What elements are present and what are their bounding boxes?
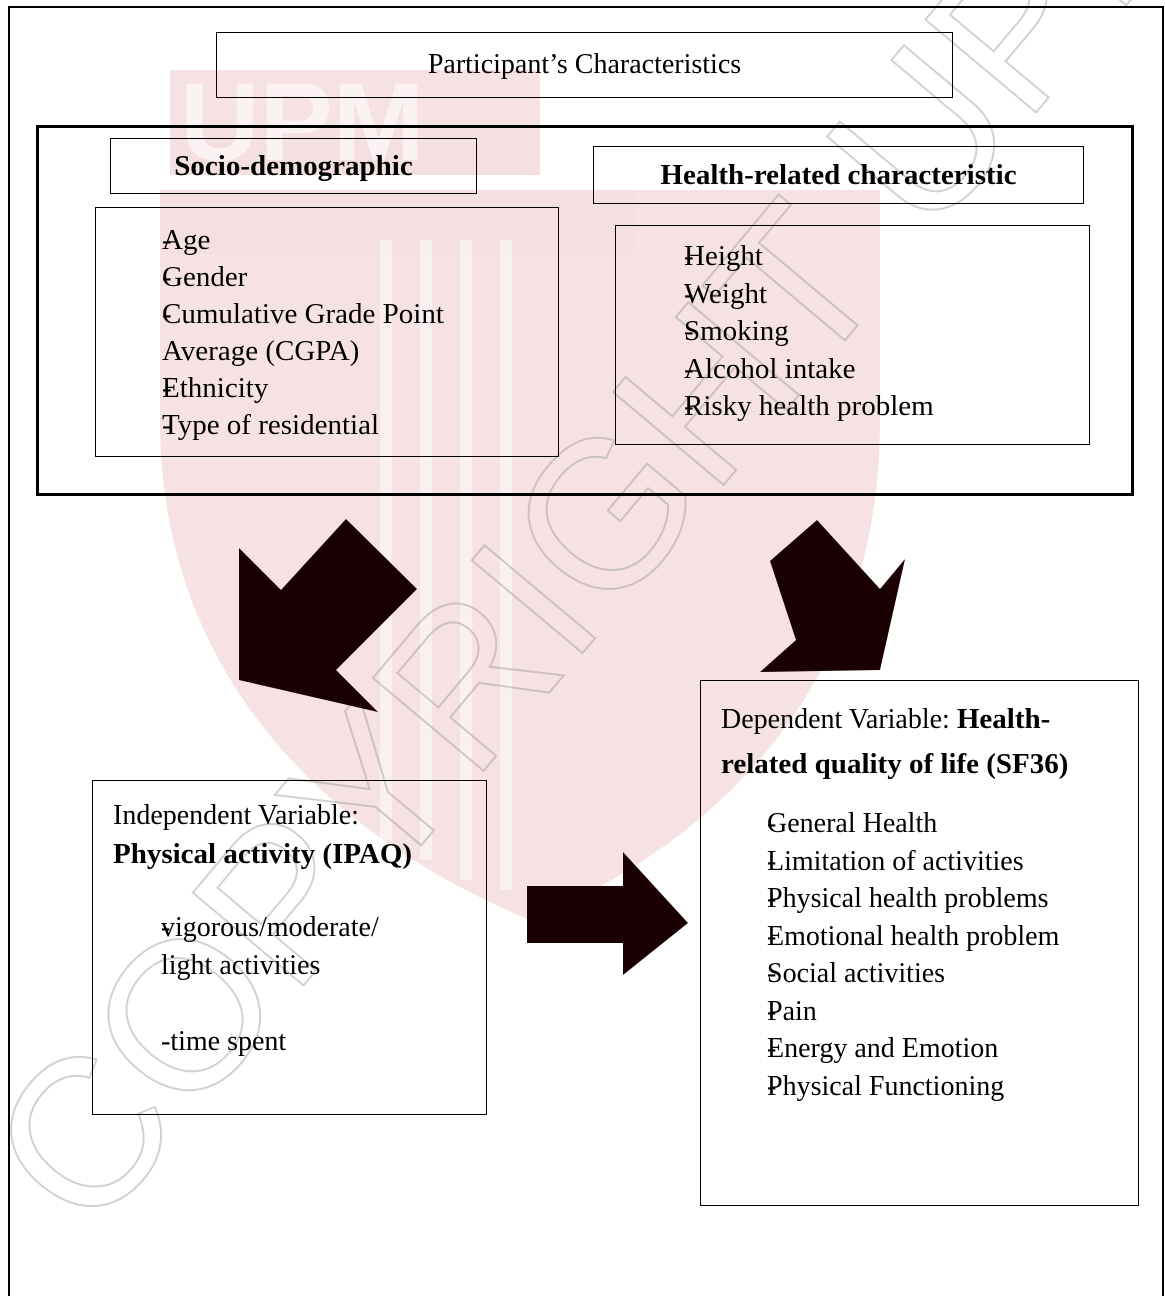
health-related-heading: Health-related characteristic [593, 146, 1084, 204]
arrow-right-icon [527, 852, 688, 975]
participant-characteristics-title: Participant’s Characteristics [216, 32, 953, 98]
health-related-list: -Height -Weight -Smoking -Alcohol intake… [615, 225, 1090, 445]
list-item: -Gender [162, 261, 248, 293]
socio-demographic-heading: Socio-demographic [110, 138, 477, 194]
list-item: -Physical health problems [767, 883, 1049, 914]
independent-variable-label: Independent Variable: Physical activity … [113, 797, 412, 874]
list-item: -Age [162, 224, 211, 256]
list-item: -Energy and Emotion [767, 1033, 999, 1064]
arrow-down-right-icon [760, 520, 905, 672]
list-item: -Pain [767, 995, 817, 1027]
socio-demographic-list: -Age -Gender -Cumulative Grade Point Ave… [95, 207, 559, 457]
dv-prefix: Dependent Variable: [721, 704, 950, 735]
iv-bold-title: Physical activity (IPAQ) [113, 838, 413, 870]
dv-bold-title: Health-related quality of life (SF36) [721, 703, 1069, 780]
list-item: -Cumulative Grade Point Average (CGPA) [162, 298, 444, 367]
iv-prefix: Independent Variable: [113, 800, 359, 831]
list-item: -Ethnicity [162, 372, 269, 404]
list-item: -Alcohol intake [684, 352, 856, 385]
socio-heading-text: Socio-demographic [174, 149, 413, 182]
list-item: -Height [684, 240, 763, 272]
list-item: -General Health [767, 808, 938, 839]
dependent-variable-box: Dependent Variable: Health-related quali… [700, 680, 1139, 1206]
list-item: --time spent [161, 1026, 287, 1057]
dependent-variable-label: Dependent Variable: Health-related quali… [721, 697, 1131, 787]
diagram-frame [8, 6, 1164, 1296]
independent-variable-box: Independent Variable: Physical activity … [92, 780, 487, 1115]
title-text: Participant’s Characteristics [427, 49, 742, 80]
list-item: -Limitation of activities [767, 845, 1024, 877]
list-item: -Risky health problem [684, 390, 934, 422]
list-item: -Emotional health problem [767, 920, 1060, 952]
characteristics-group [36, 125, 1134, 496]
list-item: -Type of residential [162, 409, 380, 441]
health-heading-text: Health-related characteristic [660, 158, 1017, 191]
list-item: -Social activities [767, 958, 946, 989]
list-item: -Physical Functioning [767, 1070, 1005, 1102]
list-item: -Smoking [684, 315, 789, 347]
list-item: -Weight [684, 277, 768, 310]
list-item: -vigorous/moderate/ light activities [161, 912, 379, 981]
arrow-down-left-icon [239, 519, 417, 712]
